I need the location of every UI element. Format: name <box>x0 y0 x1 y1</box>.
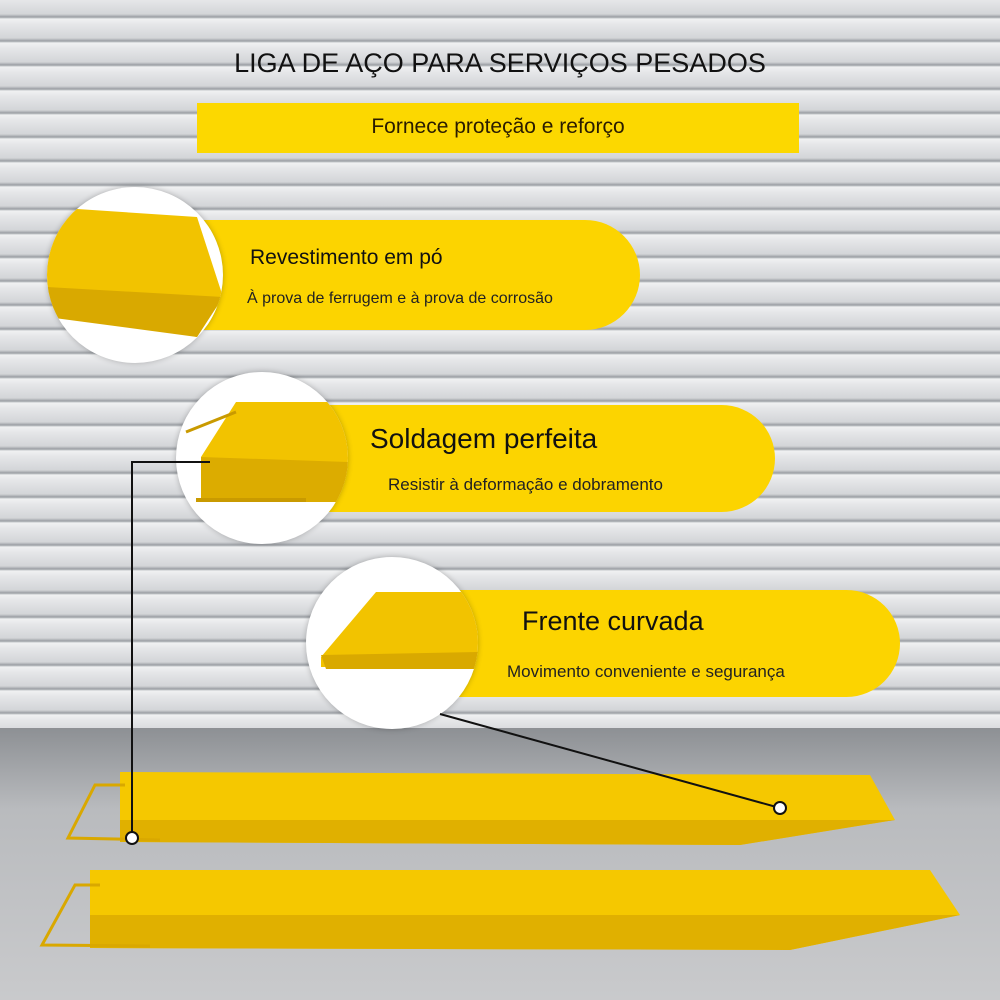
feature-title: Frente curvada <box>522 606 704 636</box>
callout-dot <box>125 831 139 845</box>
feature-desc: À prova de ferrugem e à prova de corrosã… <box>247 290 553 307</box>
feature-desc: Movimento conveniente e segurança <box>507 662 785 681</box>
feature-welding: Soldagem perfeita Resistir à deformação … <box>310 405 775 512</box>
feature-title: Revestimento em pó <box>250 246 443 269</box>
callout-line-front <box>439 713 781 809</box>
callout-dot <box>773 801 787 815</box>
powder-coating-closeup <box>47 187 223 363</box>
feature-title: Soldagem perfeita <box>370 423 598 454</box>
fork-extension-top <box>65 772 895 845</box>
welding-closeup <box>176 372 348 544</box>
fork-extension-bottom <box>39 870 960 950</box>
feature-desc: Resistir à deformação e dobramento <box>388 475 663 494</box>
page-title: LIGA DE AÇO PARA SERVIÇOS PESADOS <box>234 48 766 78</box>
curved-front-closeup <box>306 557 478 729</box>
subtitle-banner: Fornece proteção e reforço <box>197 103 799 153</box>
feature-curved-front: Frente curvada Movimento conveniente e s… <box>445 590 900 697</box>
callout-line-welding <box>131 461 210 838</box>
feature-powder-coating: Revestimento em pó À prova de ferrugem e… <box>200 220 640 330</box>
